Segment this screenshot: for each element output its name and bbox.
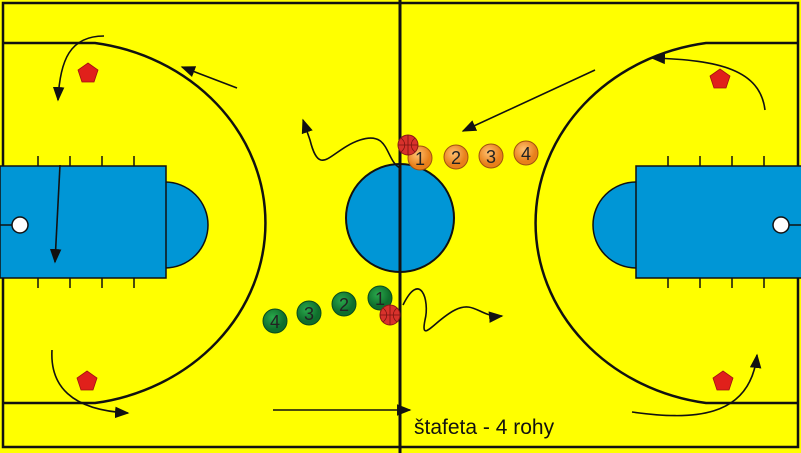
cones [76, 62, 734, 391]
cone-icon [76, 370, 98, 391]
ball-icon [397, 134, 419, 156]
svg-text:3: 3 [486, 147, 496, 167]
svg-text:4: 4 [521, 144, 531, 164]
player-orange-3: 3 [478, 143, 504, 169]
cone-icon [709, 68, 731, 89]
right-key [592, 156, 801, 288]
right-three-point-line [534, 41, 798, 405]
player-green-4: 4 [262, 308, 288, 334]
ball-icon [379, 304, 401, 326]
left-key [0, 156, 209, 288]
green-team: 4 3 2 1 [262, 285, 393, 334]
player-green-2: 2 [331, 291, 357, 317]
cone-icon [712, 370, 734, 391]
player-green-1: 1 [367, 285, 393, 311]
svg-text:2: 2 [339, 295, 349, 315]
player-orange-4: 4 [513, 140, 539, 166]
drill-caption: štafeta - 4 rohy [414, 416, 555, 439]
svg-text:3: 3 [304, 304, 314, 324]
svg-text:1: 1 [415, 149, 425, 169]
svg-text:4: 4 [270, 312, 280, 332]
movement-arrows [49, 35, 766, 419]
left-three-point-line [3, 41, 267, 405]
player-green-3: 3 [296, 300, 322, 326]
svg-text:2: 2 [451, 148, 461, 168]
cone-icon [77, 62, 99, 83]
svg-text:1: 1 [375, 289, 385, 309]
player-orange-2: 2 [443, 144, 469, 170]
